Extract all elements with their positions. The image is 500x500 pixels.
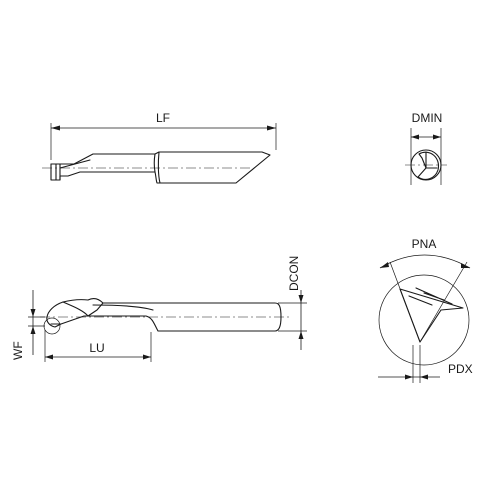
lu-arrow-left xyxy=(45,354,53,360)
pna-angle-line-right xyxy=(419,261,468,343)
detail-insert xyxy=(399,288,464,343)
dmin-arrow-right xyxy=(433,134,441,140)
end-view-flute xyxy=(425,151,438,169)
detail-insert-face xyxy=(408,287,453,306)
end-view-insert xyxy=(417,151,440,180)
dcon-arrow-top xyxy=(298,295,304,303)
lu-arrow-right xyxy=(143,354,151,360)
tip-top-edge xyxy=(59,159,91,169)
tool-body-top xyxy=(50,151,271,184)
detail-view xyxy=(378,254,471,383)
lf-arrow-left xyxy=(51,125,60,131)
pna-arc xyxy=(379,254,471,269)
head-edge xyxy=(62,301,154,317)
pdx-label: PDX xyxy=(448,362,473,376)
wf-label: WF xyxy=(11,341,25,360)
dcon-arrow-bottom xyxy=(298,331,304,339)
dmin-label: DMIN xyxy=(412,111,443,125)
pna-label: PNA xyxy=(412,237,437,251)
pna-angle-line-left xyxy=(389,261,421,343)
lf-label: LF xyxy=(156,111,170,125)
dcon-label: DCON xyxy=(287,256,301,291)
wf-arrow-top xyxy=(30,309,36,317)
insert-tip xyxy=(50,163,61,181)
end-view xyxy=(405,128,447,185)
shank-side-outline xyxy=(50,302,282,332)
detail-circle xyxy=(378,274,470,366)
pna-arrow-right xyxy=(461,263,470,268)
dmin-arrow-left xyxy=(411,134,419,140)
pna-arrow-left xyxy=(380,262,389,268)
top-view xyxy=(42,123,277,184)
lu-label: LU xyxy=(89,341,104,355)
wf-arrow-bottom xyxy=(30,326,36,334)
boring-head xyxy=(46,298,154,328)
side-view xyxy=(28,290,307,362)
pdx-arrow-left xyxy=(405,374,413,380)
lf-arrow-right xyxy=(267,125,276,131)
shank-shoulder xyxy=(153,151,161,184)
pdx-arrow-right xyxy=(420,374,428,380)
